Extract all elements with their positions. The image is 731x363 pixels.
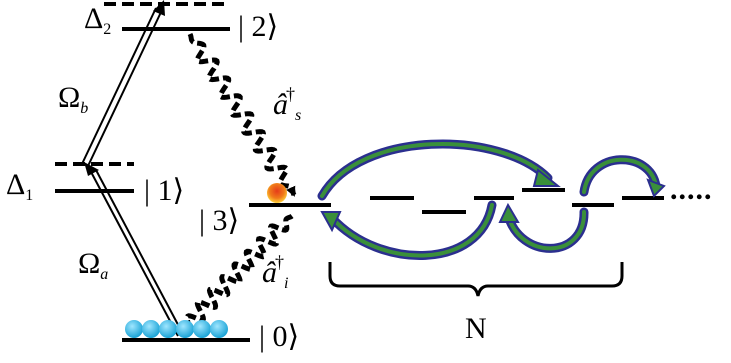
signal-dagger: † xyxy=(286,84,295,104)
idler-operator-label: â†i xyxy=(262,253,288,292)
detuning-1-subscript: 1 xyxy=(25,187,34,204)
ground-state-atoms xyxy=(125,320,228,338)
rabi-a-subscript: a xyxy=(100,266,109,283)
rabi-b-label: Ωb xyxy=(58,83,88,117)
idler-operator: â xyxy=(262,256,277,289)
atom xyxy=(159,320,177,338)
rabi-b-subscript: b xyxy=(80,100,89,117)
coupling-arrow-bottom-long xyxy=(320,200,497,260)
chain-levels xyxy=(370,188,664,214)
detuning-2-subscript: 2 xyxy=(103,21,112,38)
coupling-arrow-bottom-short xyxy=(498,202,589,253)
chain-ellipsis: ..... xyxy=(670,173,713,206)
excitation-marker xyxy=(267,183,287,203)
detuning-1-symbol: Δ xyxy=(6,168,26,201)
atom xyxy=(193,320,211,338)
signal-operator: â xyxy=(273,88,288,121)
chain-count-label: N xyxy=(465,312,487,345)
level-3-label: | 3⟩ xyxy=(199,204,240,237)
rabi-a-symbol: Ω xyxy=(78,247,101,280)
level-1-label: | 1⟩ xyxy=(144,174,185,207)
atom xyxy=(176,320,194,338)
detuning-2-label: Δ2 xyxy=(84,4,111,38)
signal-photon-wave xyxy=(187,32,297,197)
chain-brace xyxy=(328,262,624,297)
idler-photon-wave xyxy=(180,213,294,332)
atom xyxy=(125,320,143,338)
coupling-arrows xyxy=(317,139,666,260)
rabi-b-symbol: Ω xyxy=(58,81,81,114)
rabi-a-label: Ωa xyxy=(78,249,108,283)
atom xyxy=(142,320,160,338)
coupling-arrow-top-short xyxy=(579,155,666,198)
detuning-2-symbol: Δ xyxy=(84,2,104,35)
coupling-arrow-top-long xyxy=(317,139,561,201)
signal-subscript: s xyxy=(295,107,302,124)
signal-operator-label: â†s xyxy=(273,85,301,124)
idler-dagger: † xyxy=(275,252,284,272)
detuning-1-label: Δ1 xyxy=(6,170,33,204)
level-2-label: | 2⟩ xyxy=(238,10,279,43)
level-0-label: | 0⟩ xyxy=(259,320,300,353)
atom xyxy=(210,320,228,338)
pump-beam-b xyxy=(81,0,165,167)
idler-subscript: i xyxy=(284,275,289,292)
